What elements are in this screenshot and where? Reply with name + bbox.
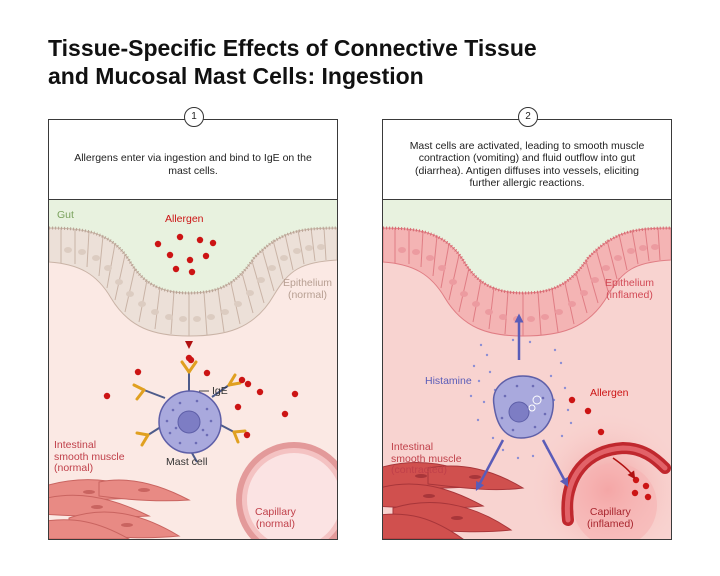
label-capillary-line-2: (normal) bbox=[255, 517, 295, 530]
mast-cell-vesicles bbox=[528, 395, 542, 412]
panel-caption: Mast cells are activated, leading to smo… bbox=[383, 120, 671, 200]
label-capillary-line-1: Capillary bbox=[255, 506, 296, 518]
label-epithelium-line-2: (inflamed) bbox=[606, 288, 653, 301]
tissue-illustration bbox=[383, 200, 671, 539]
allergen-particles bbox=[103, 233, 299, 418]
tissue-illustration bbox=[49, 200, 337, 539]
allergen-into-vessel-arrow bbox=[612, 457, 636, 480]
epithelial-nuclei bbox=[64, 244, 325, 322]
mast-cell-granules bbox=[500, 384, 547, 432]
histamine-arrow-muscle bbox=[475, 439, 505, 491]
page-title: Tissue-Specific Effects of Connective Ti… bbox=[48, 34, 668, 90]
smooth-muscle-nuclei bbox=[83, 488, 150, 527]
label-capillary: Capillary (normal) bbox=[255, 506, 296, 530]
label-capillary: Capillary (inflamed) bbox=[587, 506, 634, 530]
gut-lumen bbox=[383, 200, 671, 295]
mast-cell-granules bbox=[165, 399, 213, 445]
panel-activation: Mast cells are activated, leading to smo… bbox=[382, 119, 672, 540]
label-epithelium-line-1: Epithelium bbox=[605, 277, 655, 289]
mast-cell-nucleus bbox=[508, 401, 530, 423]
label-muscle-line-2: smooth muscle bbox=[391, 452, 462, 465]
label-muscle-line-3: (contracted) bbox=[391, 464, 448, 476]
label-gut: Gut bbox=[57, 209, 74, 221]
label-epithelium: Epithelium (inflamed) bbox=[605, 277, 655, 301]
allergen-particles bbox=[568, 396, 652, 501]
label-allergen: Allergen bbox=[590, 387, 629, 399]
label-capillary-line-1: Capillary bbox=[589, 506, 631, 518]
step-number-2: 2 bbox=[518, 107, 538, 127]
capillary-lumen bbox=[247, 453, 337, 539]
label-intestinal-smooth-muscle: Intestinal smooth muscle (contracted) bbox=[391, 441, 462, 477]
panel-caption-text: Mast cells are activated, leading to smo… bbox=[409, 139, 645, 190]
bound-allergens bbox=[185, 354, 251, 439]
panel-ingestion: Allergens enter via ingestion and bind t… bbox=[48, 119, 338, 540]
label-epithelium: Epithelium (normal) bbox=[283, 277, 333, 301]
label-muscle-line-1: Intestinal bbox=[391, 441, 434, 453]
epithelial-cells bbox=[60, 227, 327, 336]
gut-lumen bbox=[49, 200, 337, 295]
page-title-line-2: and Mucosal Mast Cells: Ingestion bbox=[48, 63, 424, 89]
panel-caption: Allergens enter via ingestion and bind t… bbox=[49, 120, 337, 200]
capillary-wall-highlight bbox=[564, 445, 668, 523]
smooth-muscle-nuclei bbox=[415, 474, 481, 520]
label-capillary-line-2: (inflamed) bbox=[587, 517, 634, 530]
label-ige: IgE bbox=[212, 385, 228, 397]
page-title-line-1: Tissue-Specific Effects of Connective Ti… bbox=[48, 35, 537, 61]
scene-normal-tissue: Gut Allergen Epithelium (normal) IgE Int… bbox=[49, 200, 337, 539]
panel-caption-text: Allergens enter via ingestion and bind t… bbox=[74, 152, 312, 177]
step-number-1: 1 bbox=[184, 107, 204, 127]
label-mast-cell: Mast cell bbox=[166, 456, 208, 468]
label-allergen: Allergen bbox=[165, 213, 204, 225]
ige-y-shapes bbox=[132, 360, 247, 447]
scene-inflamed-tissue: Epithelium (inflamed) Histamine Allergen… bbox=[383, 200, 671, 539]
label-epithelium-line-2: (normal) bbox=[287, 288, 328, 301]
label-intestinal-smooth-muscle: Intestinal smooth muscle (normal) bbox=[54, 439, 125, 475]
label-muscle-line-3: (normal) bbox=[54, 462, 94, 474]
histamine-arrow-capillary bbox=[541, 439, 569, 487]
label-epithelium-line-1: Epithelium bbox=[283, 277, 333, 289]
label-histamine: Histamine bbox=[425, 375, 472, 387]
label-muscle-line-2: smooth muscle bbox=[54, 450, 125, 463]
mast-cell-nucleus bbox=[177, 410, 201, 434]
epithelium bbox=[49, 227, 337, 337]
microvilli bbox=[383, 226, 671, 295]
epithelium bbox=[383, 227, 671, 337]
label-muscle-line-1: Intestinal bbox=[54, 439, 97, 451]
